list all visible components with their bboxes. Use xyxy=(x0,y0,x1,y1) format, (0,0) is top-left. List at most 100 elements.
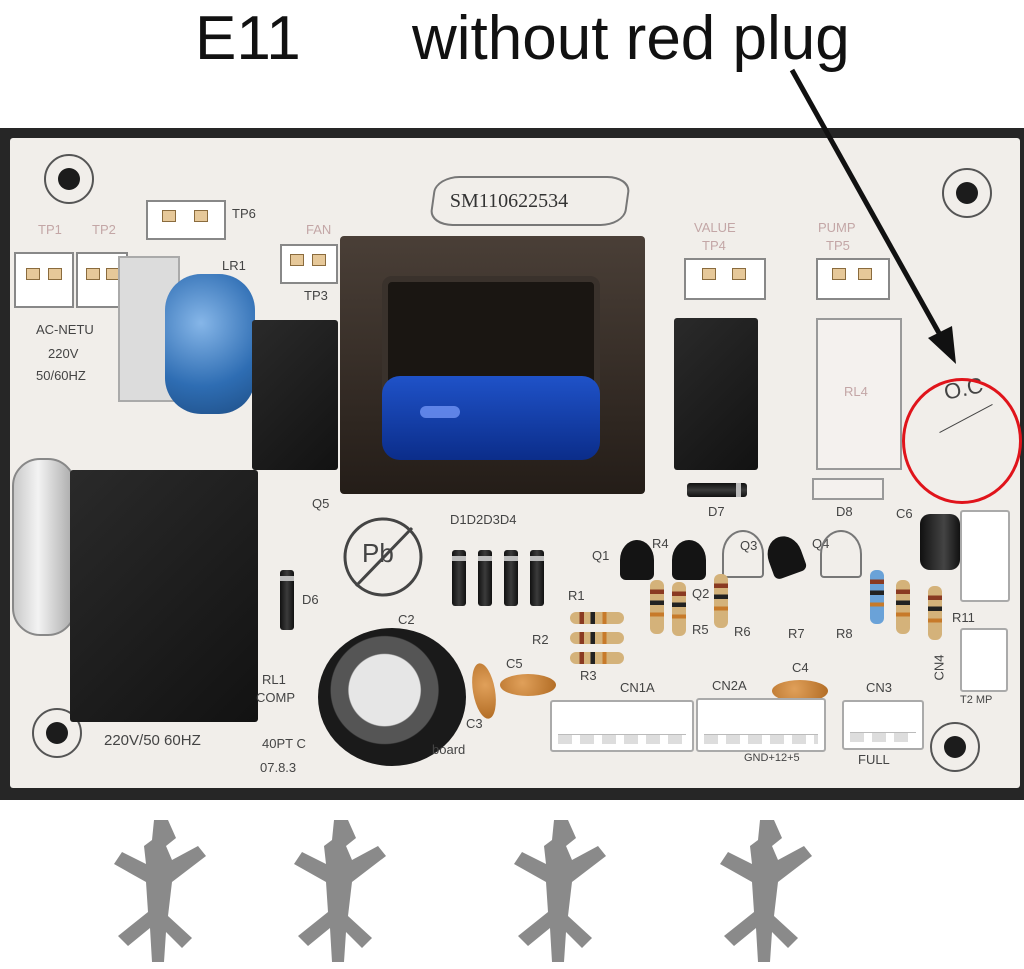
cn2a-connector xyxy=(696,698,826,752)
tp6-header xyxy=(146,200,226,240)
standoff-clip-3 xyxy=(514,820,606,962)
tp1-connector xyxy=(14,252,74,308)
cn1a-connector xyxy=(550,700,694,752)
right-connector-top xyxy=(960,510,1010,602)
mounting-hole-top-left xyxy=(44,154,94,204)
date-label: 07.8.3 xyxy=(260,760,297,775)
d7-label: D7 xyxy=(708,504,725,519)
r5-label: R5 xyxy=(692,622,709,637)
diode-d1 xyxy=(452,550,466,606)
relay-q5 xyxy=(252,320,338,470)
diode-d7 xyxy=(687,483,747,497)
r11-label: R11 xyxy=(952,610,975,625)
c3-label: C3 xyxy=(466,716,483,731)
tp4-label: TP4 xyxy=(702,238,726,253)
board-name-label: 40PT C xyxy=(262,736,306,751)
value-header xyxy=(684,258,766,300)
r2-label: R2 xyxy=(532,632,549,647)
cn2a-pins-label: GND+12+5 xyxy=(744,752,800,764)
lead-free-logo xyxy=(343,517,423,597)
note-caption: without red plug xyxy=(412,4,850,73)
c5-label: C5 xyxy=(506,656,523,671)
relay-value xyxy=(674,318,758,470)
r6-label: R6 xyxy=(734,624,751,639)
diode-d2 xyxy=(478,550,492,606)
transistor-footprint-2 xyxy=(820,530,862,578)
standoff-clip-4 xyxy=(720,820,812,962)
resistor-r4b xyxy=(672,582,686,636)
tp3-label: TP3 xyxy=(304,288,328,303)
cn3-full-label: FULL xyxy=(858,752,890,767)
cn2a-label: CN2A xyxy=(712,678,747,693)
q1-label: Q1 xyxy=(592,548,610,563)
resistor-r10 xyxy=(896,580,910,634)
fan-header xyxy=(280,244,338,284)
diode-d4 xyxy=(530,550,544,606)
r3-label: R3 xyxy=(580,668,597,683)
r7-label: R7 xyxy=(788,626,805,641)
cn4-connector xyxy=(960,628,1008,692)
transistor-q1 xyxy=(620,540,654,580)
pump-header xyxy=(816,258,890,300)
transistor-q2 xyxy=(672,540,706,580)
transistor-q3-footprint xyxy=(722,530,764,578)
resistor-r11 xyxy=(928,586,942,640)
highlight-circle xyxy=(902,378,1022,504)
electrolytic-capacitor-c6 xyxy=(920,514,960,570)
mounting-hole-bottom-right xyxy=(930,722,980,772)
transformer xyxy=(340,236,645,494)
comp-label: COMP xyxy=(256,690,295,705)
pb-label: Pb xyxy=(362,538,394,568)
r8-label: R8 xyxy=(836,626,853,641)
diode-d3 xyxy=(504,550,518,606)
value-label: VALUE xyxy=(694,220,736,235)
standoff-clip-1 xyxy=(114,820,206,962)
ceramic-capacitor-c5 xyxy=(500,674,556,696)
error-code-caption: E11 xyxy=(195,4,301,73)
y-capacitor xyxy=(165,274,255,414)
glass-fuse xyxy=(12,458,76,636)
r4-label: R4 xyxy=(652,536,669,551)
frequency-label: 50/60HZ xyxy=(36,368,86,383)
ac-net-label: AC-NETU xyxy=(36,322,94,337)
c2-label: C2 xyxy=(398,612,415,627)
d6-label: D6 xyxy=(302,592,319,607)
d8-footprint xyxy=(812,478,884,500)
tp1-label: TP1 xyxy=(38,222,62,237)
cn1a-label: CN1A xyxy=(620,680,655,695)
diode-d6 xyxy=(280,570,294,630)
resistor-r3 xyxy=(570,652,624,664)
d1d4-label: D1D2D3D4 xyxy=(450,512,517,527)
mounting-hole-top-right xyxy=(942,168,992,218)
rl1-label: RL1 xyxy=(262,672,286,687)
resistor-r2 xyxy=(570,632,624,644)
tp2-label: TP2 xyxy=(92,222,116,237)
tp6-label: TP6 xyxy=(232,206,256,221)
d8-label: D8 xyxy=(836,504,853,519)
c4-label: C4 xyxy=(792,660,809,675)
q2-label: Q2 xyxy=(692,586,710,601)
cn3-connector xyxy=(842,700,924,750)
voltage-label: 220V xyxy=(48,346,79,361)
q5-label: Q5 xyxy=(312,496,330,511)
resistor-r1 xyxy=(570,612,624,624)
board-suffix-label: board xyxy=(432,742,466,757)
fan-label: FAN xyxy=(306,222,332,237)
lr1-label: LR1 xyxy=(222,258,246,273)
relay-rl1 xyxy=(70,470,258,722)
resistor-r5 xyxy=(714,574,728,628)
q3-label: Q3 xyxy=(740,538,758,553)
resistor-r4 xyxy=(650,580,664,634)
serial-number-plate: SM110622534 xyxy=(428,176,632,226)
ceramic-capacitor-c4 xyxy=(772,680,828,702)
pump-label: PUMP xyxy=(818,220,856,235)
serial-number: SM110622534 xyxy=(449,190,569,212)
cn4-label: CN4 xyxy=(931,654,947,681)
tp5-label: TP5 xyxy=(826,238,850,253)
rl4-label: RL4 xyxy=(844,384,868,399)
standoff-clip-2 xyxy=(294,820,386,962)
relay-rating-label: 220V/50 60HZ xyxy=(104,732,201,749)
electrolytic-capacitor-c2 xyxy=(318,628,466,766)
cn3-label: CN3 xyxy=(866,680,893,695)
c6-label: C6 xyxy=(896,506,913,521)
